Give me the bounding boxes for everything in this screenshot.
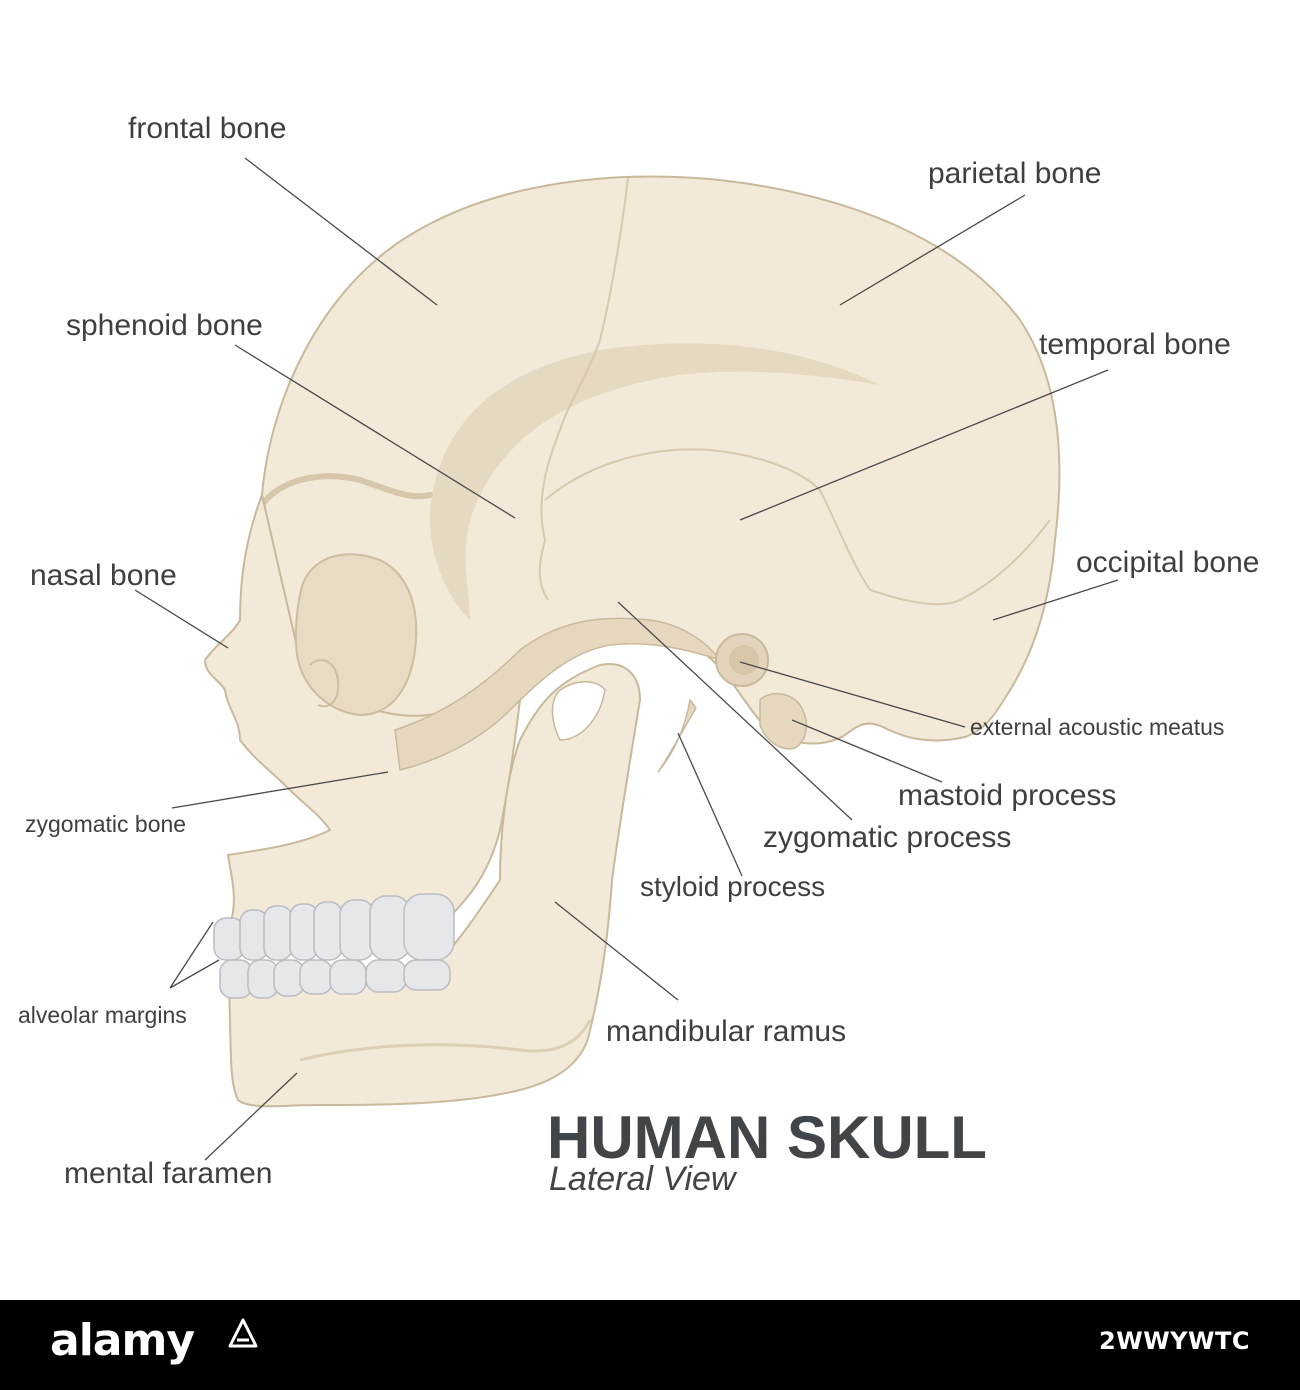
leader-lines [134,157,1119,1161]
tooth [263,905,293,961]
leader-zygomatic-bone [171,771,389,809]
leader-sphenoid [234,344,516,519]
label-styloid-process: styloid process [640,871,825,902]
label-zygomatic-bone: zygomatic bone [25,811,186,837]
temporal-fossa-shade [429,343,880,620]
leader-mandibular [554,901,679,1001]
leader-temporal [739,369,1109,521]
image-id: 2WWYWTC [1099,1327,1250,1355]
orbit [294,553,418,717]
label-zygomatic-process: zygomatic process [763,821,1011,854]
mandible-shade [299,1019,592,1062]
leader-mental [204,1072,298,1161]
leader-zygomatic-process [617,601,853,821]
ear-canal-inner [729,645,759,675]
label-external-acoustic-meatus: external acoustic meatus [970,714,1224,740]
leader-parietal [839,194,1026,306]
tooth [299,959,333,995]
leader-occipital [992,579,1119,621]
leader-nasal [134,589,229,649]
leader-alveolar [169,921,220,989]
skull-illustration [203,175,1061,1108]
leader-styloid [677,732,743,877]
nasal-aperture [309,659,340,708]
label-mental-faramen: mental faramen [64,1157,272,1190]
label-alveolar-margins: alveolar margins [18,1002,187,1028]
squamous-suture [544,448,871,591]
label-frontal-bone: frontal bone [128,112,286,145]
tooth [403,959,451,991]
label-occipital-bone: occipital bone [1076,546,1259,579]
tooth [365,959,407,993]
tooth [313,901,343,961]
label-sphenoid-bone: sphenoid bone [66,309,263,342]
brow-ridge [259,473,433,508]
diagram-title: HUMAN SKULL [547,1104,987,1171]
leader-mastoid [791,719,943,783]
label-parietal-bone: parietal bone [928,157,1101,190]
brand-wordmark: alamy [50,1315,195,1366]
labels: frontal bone parietal bone sphenoid bone… [18,112,1259,1190]
label-mandibular-ramus: mandibular ramus [606,1015,846,1048]
tooth [339,899,375,961]
teeth [213,893,455,999]
label-nasal-bone: nasal bone [30,559,177,592]
tooth [219,959,253,999]
mandible [226,663,642,1108]
mandibular-notch [551,681,606,741]
diagram-subtitle: Lateral View [549,1160,738,1198]
leader-external-acoustic [739,661,966,728]
label-mastoid-process: mastoid process [898,779,1116,812]
brand-logo-icon [228,1318,258,1348]
styloid [657,698,697,773]
coronal-suture [538,177,629,601]
mastoid [759,693,807,750]
tooth [329,959,367,995]
leader-frontal [244,157,438,306]
lambdoid-suture [869,519,1051,606]
label-temporal-bone: temporal bone [1039,328,1231,361]
tooth [403,893,455,961]
footer-bar [0,1300,1300,1390]
skull-diagram: frontal bone parietal bone sphenoid bone… [18,112,1259,1198]
